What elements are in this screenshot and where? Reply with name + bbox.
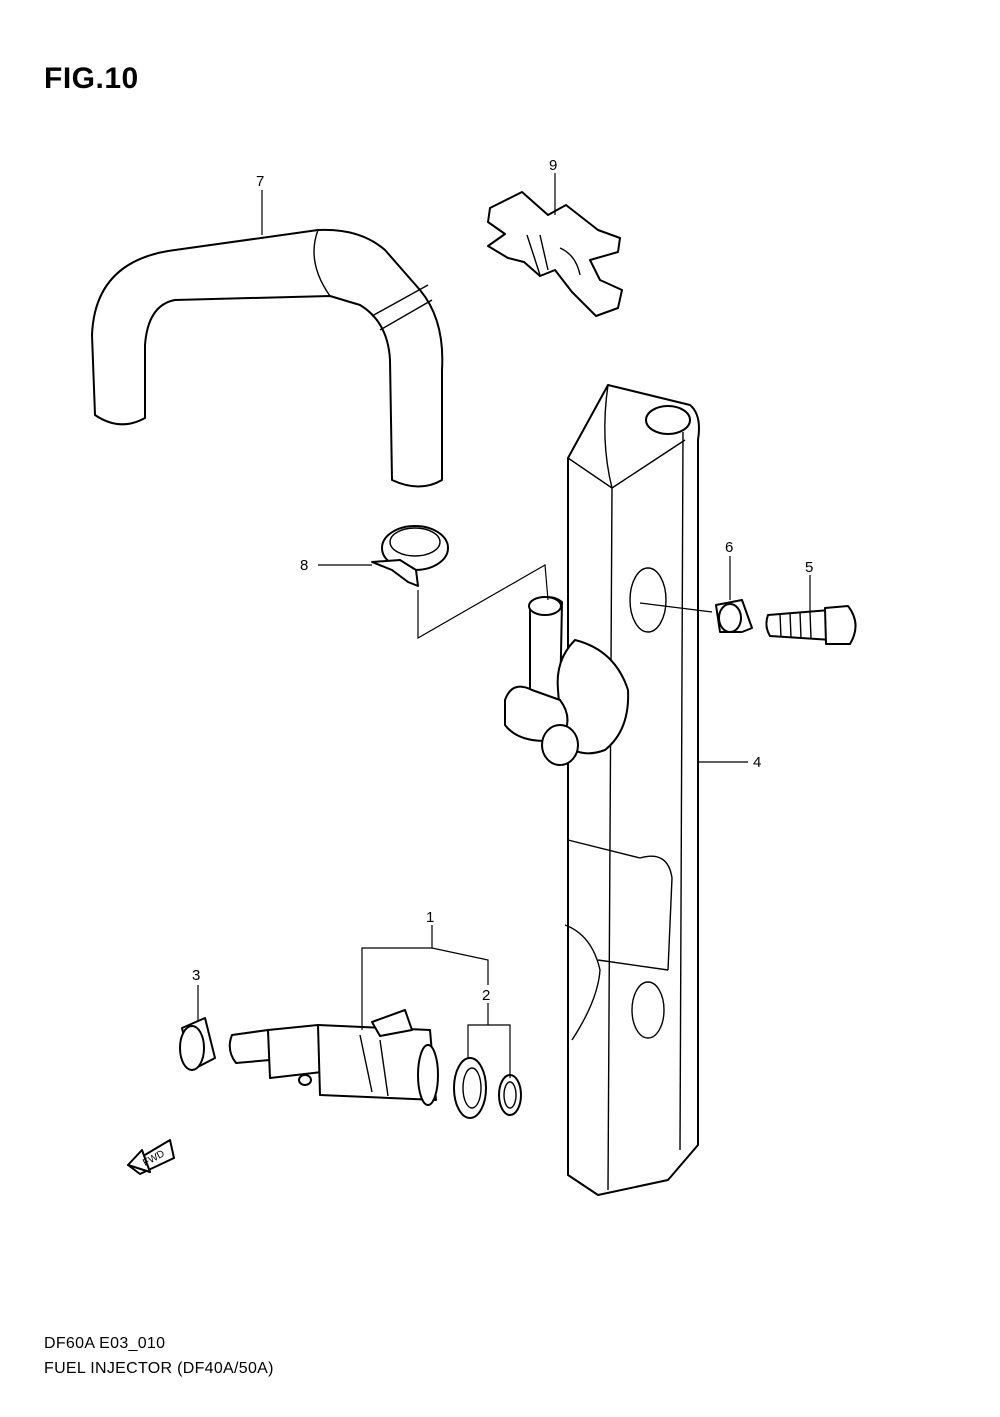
- bolt-part-5: [765, 605, 857, 645]
- callout-2: 2: [482, 987, 490, 1004]
- collar-part-6: [715, 599, 753, 633]
- callout-6: 6: [725, 539, 733, 556]
- callout-5: 5: [805, 559, 813, 576]
- callout-8: 8: [300, 557, 308, 574]
- seals-part-2: [453, 1057, 522, 1119]
- callout-4: 4: [753, 754, 761, 771]
- diagram-caption: FUEL INJECTOR (DF40A/50A): [44, 1360, 274, 1377]
- fwd-arrow-icon: FWD: [127, 1139, 175, 1175]
- cushion-part-3: [179, 1017, 216, 1071]
- hose-clamp-part-8: [371, 525, 449, 587]
- callout-1: 1: [426, 909, 434, 926]
- callout-3: 3: [192, 967, 200, 984]
- fuel-delivery-pipe-part-4: [504, 384, 700, 1196]
- callout-9: 9: [549, 157, 557, 174]
- callout-7: 7: [256, 173, 264, 190]
- figure-title: FIG.10: [44, 62, 139, 95]
- diagram-code: DF60A E03_010: [44, 1335, 166, 1352]
- clip-part-9: [487, 191, 623, 317]
- fuel-injector-part-1: [228, 1009, 439, 1106]
- fuel-hose-part-7: [91, 228, 444, 488]
- leader-lines: [197, 173, 811, 1078]
